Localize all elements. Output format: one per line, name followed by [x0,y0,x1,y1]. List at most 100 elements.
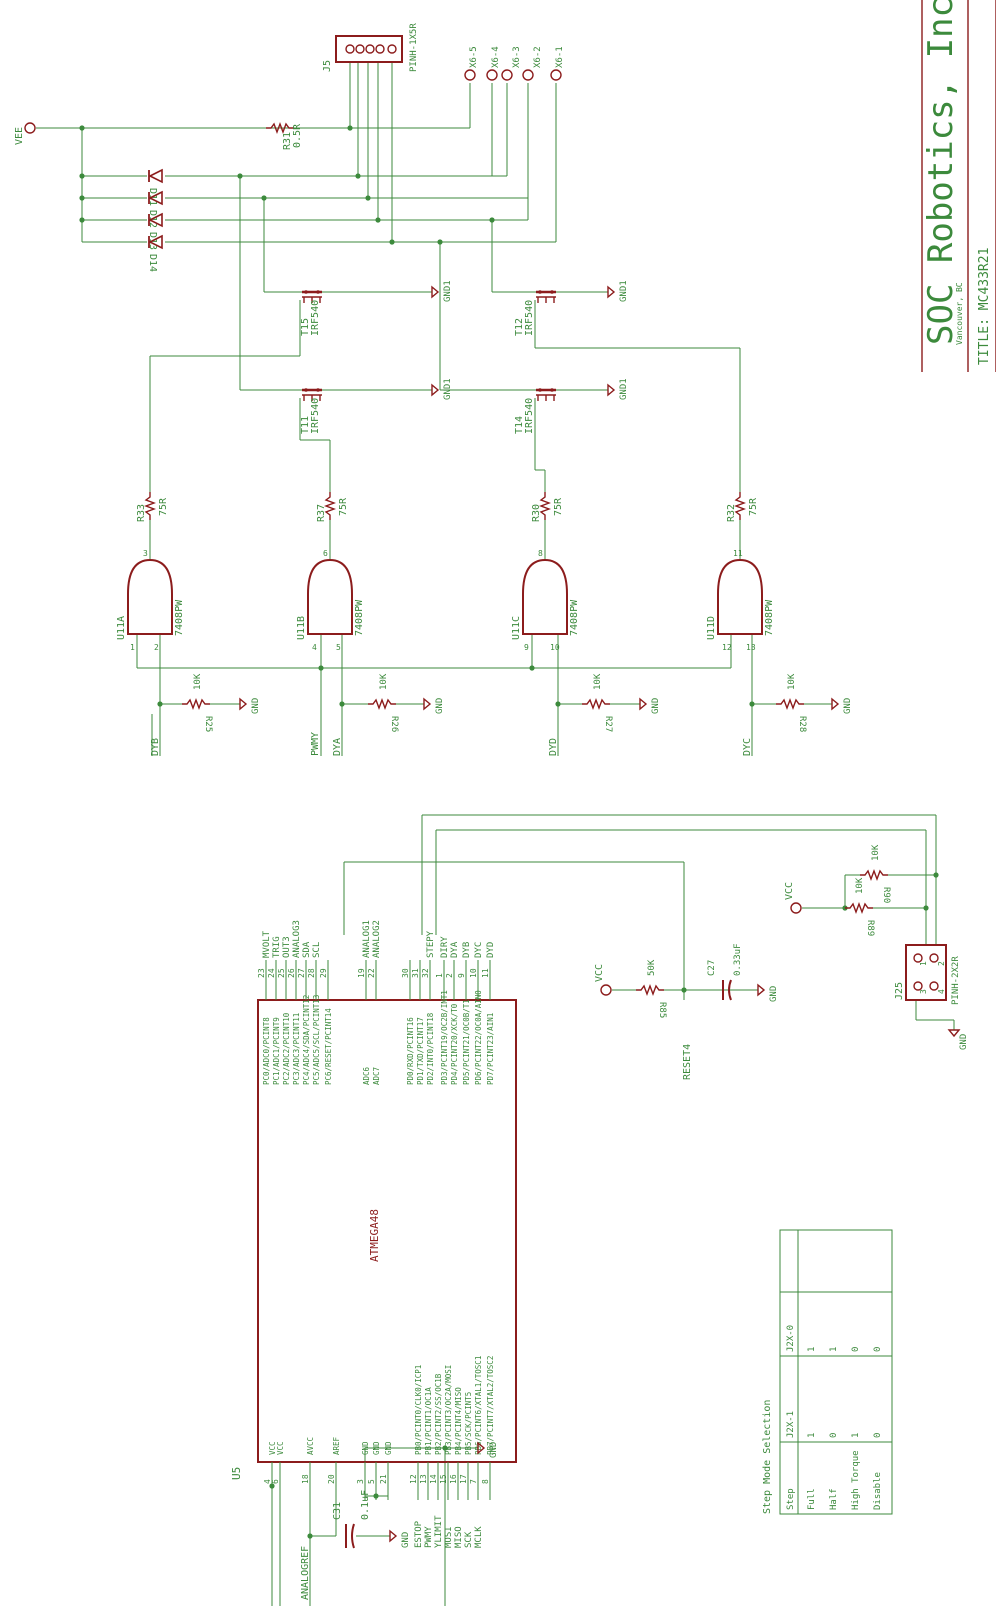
svg-text:10K: 10K [379,673,389,690]
test-points-x6: X6-5 X6-4 X6-3 X6-2 X6-1 [464,46,565,81]
svg-text:PINH-2X2R: PINH-2X2R [951,956,961,1005]
svg-text:R37: R37 [316,504,327,522]
gnd1-symbols: GND1 GND1 GND1 GND1 [425,280,629,400]
mcu-pin-name: PB6/PCINT6/XTAL1/TOSC1 [474,1356,483,1455]
mcu-net-label: DYB [462,942,472,958]
svg-text:J5: J5 [322,60,333,72]
resistor-r31: 0.5R R31 [265,123,303,150]
svg-text:R89: R89 [865,920,875,936]
mcu-net-label: PWMY [424,1526,434,1548]
company-location: Vancouver, BC [955,282,964,345]
svg-text:7408PW: 7408PW [764,599,775,636]
mcu-pin-number: 3 [356,1479,365,1484]
table-cell: 1 [851,1433,861,1438]
mcu-bottom-pins: 4VCC6VCC18AVCC20AREF3GND5GND21GND12PB0/P… [263,1356,495,1548]
svg-text:C31: C31 [332,1502,343,1520]
mcu-pin-number: 14 [429,1474,438,1484]
svg-text:1: 1 [130,643,135,652]
svg-text:X6-4: X6-4 [491,46,501,68]
mcu-pin-number: 16 [449,1474,458,1484]
mcu-net-label: OUT3 [282,936,292,958]
svg-text:R26: R26 [389,716,399,732]
svg-text:0.33uF: 0.33uF [733,943,743,976]
svg-text:IRF540: IRF540 [310,398,321,434]
svg-text:GND1: GND1 [619,280,629,302]
svg-text:4: 4 [312,643,317,652]
svg-text:T15: T15 [300,318,311,336]
mcu-net-label: TRIG [272,936,282,958]
svg-text:U11D: U11D [706,616,717,640]
table-cell: High Torque [851,1450,861,1510]
svg-text:0.1uF: 0.1uF [360,1490,371,1520]
svg-text:U11A: U11A [116,616,127,640]
mcu-pin-number: 7 [469,1479,478,1484]
svg-text:J25: J25 [894,982,905,1000]
resistor-r25: 10K R25 GND [181,673,261,732]
svg-text:GND: GND [489,1442,499,1458]
gate-u11d: U11D 7408PW 11 12 13 [706,549,775,652]
mcu-pin-name: ADC7 [372,1067,381,1085]
table-cell: 0 [873,1433,883,1438]
mcu-net-label: DYA [450,941,460,958]
resistor-r37: R37 75R [316,491,349,522]
svg-text:9: 9 [524,643,529,652]
svg-text:R90: R90 [881,887,891,903]
mcu-pin-number: 28 [307,968,316,978]
mcu-pin-name: PD1/TXD/PCINT17 [416,1017,425,1085]
svg-text:50K: 50K [647,959,657,976]
mcu-pin-name: AREF [332,1436,341,1455]
svg-text:RESET4: RESET4 [682,1044,693,1080]
vee-power-symbol: VEE [14,122,36,145]
svg-text:R31: R31 [282,132,293,150]
mcu-net-label: ANALOG3 [292,920,302,958]
svg-text:10K: 10K [871,844,881,861]
svg-text:DYC: DYC [742,738,753,756]
svg-text:X6-1: X6-1 [555,46,565,68]
table-cell: 0 [873,1347,883,1352]
table-title: Step Mode Selection [762,1400,773,1514]
mcu-net-label: DYC [474,942,484,958]
drawing-title: TITLE: MC433R21 [977,248,992,365]
mcu-pin-number: 30 [401,968,410,978]
svg-text:ANALOGREF: ANALOGREF [300,1546,311,1600]
svg-text:10K: 10K [193,673,203,690]
mcu-pin-number: 21 [379,1474,388,1484]
mcu-net-label: SCK [464,1531,474,1548]
mcu-pin-number: 1 [435,973,444,978]
mcu-pin-name: GND [384,1441,393,1455]
mosfet-t11: T11 IRF540 [300,386,324,434]
mcu-pin-name: PB7/PCINT7/XTAL2/TOSC2 [486,1356,495,1455]
svg-text:GND: GND [435,698,445,714]
connector-j5: J5 PINH-1X5R [322,23,419,72]
vee-label: VEE [14,127,25,145]
junction-dots [79,125,939,1539]
svg-text:GND: GND [769,986,779,1002]
svg-text:8: 8 [538,549,543,558]
resistor-r33: R33 75R [136,491,169,522]
company-name: SOC Robotics, Inc. [921,0,961,345]
mcu-pin-name: PD2/INT0/PCINT18 [426,1012,435,1085]
svg-text:ATMEGA48: ATMEGA48 [368,1209,381,1262]
mcu-net-label: ANALOG1 [362,920,372,958]
mcu-pin-number: 32 [421,968,430,978]
svg-text:GND1: GND1 [443,378,453,400]
svg-text:75R: 75R [158,497,169,516]
mcu-pin-name: PD7/PCINT23/AIN1 [486,1013,495,1085]
mcu-pin-name: VCC [276,1441,285,1455]
table-cell: 1 [807,1433,817,1438]
svg-text:R27: R27 [603,716,613,732]
reset-circuit: VCC 50K R85 C27 0.33uF GND RESET4 [594,943,779,1080]
resistor-r27: 10K R27 GND [581,673,661,732]
mcu-pin-number: 5 [367,1479,376,1484]
svg-text:7408PW: 7408PW [354,599,365,636]
mcu-pin-number: 20 [327,1474,336,1484]
svg-text:T14: T14 [514,416,525,434]
table-cell: 1 [829,1347,839,1352]
svg-text:75R: 75R [338,497,349,516]
svg-text:75R: 75R [748,497,759,516]
mcu-pin-number: 27 [297,968,306,978]
title-block: SOC Robotics, Inc. Vancouver, BC TITLE: … [921,0,996,372]
gate-input-nets: DYB PWMY DYA DYD DYC [150,714,753,756]
svg-text:4: 4 [937,989,946,994]
